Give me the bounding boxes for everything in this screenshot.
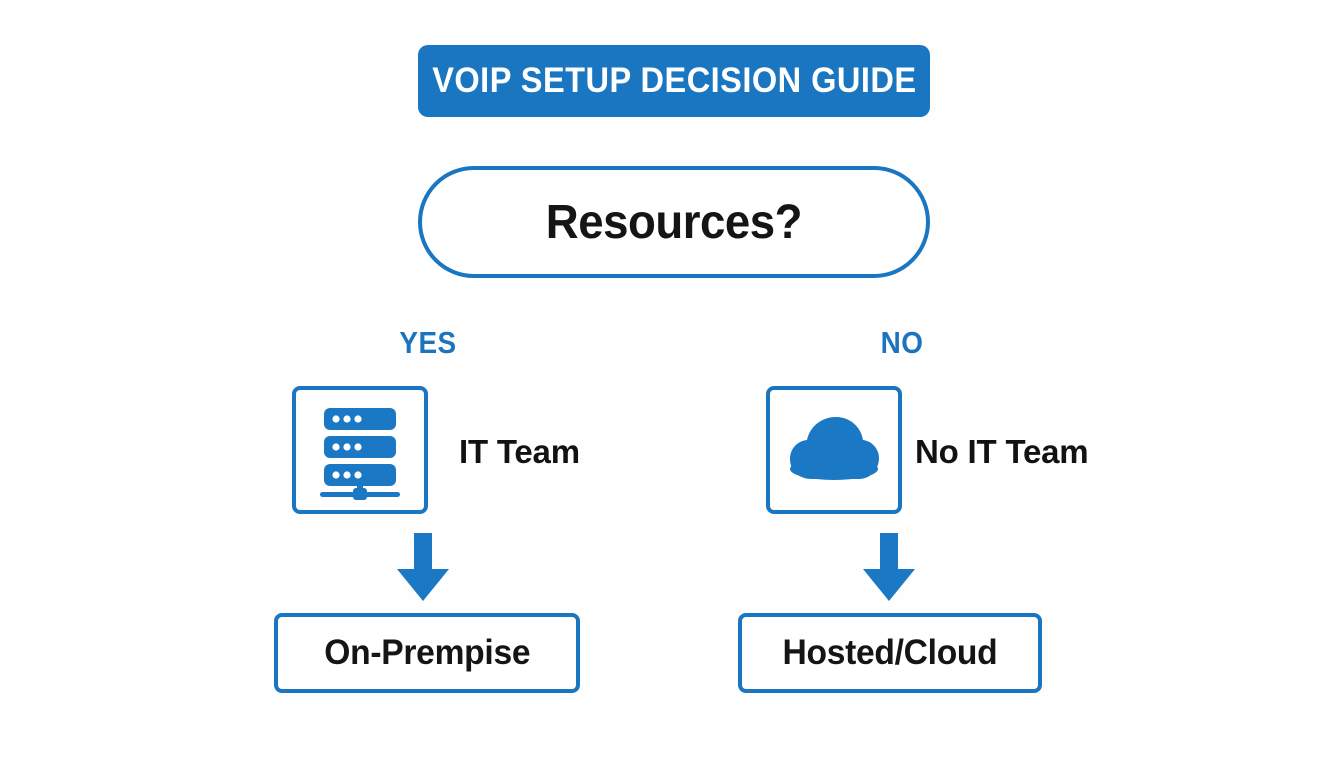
result-box-hosted-cloud: Hosted/Cloud bbox=[738, 613, 1042, 693]
cloud-icon bbox=[790, 417, 879, 480]
condition-label-it-team: IT Team bbox=[459, 433, 580, 470]
cloud-icon-frame bbox=[766, 386, 902, 514]
down-arrow-icon bbox=[397, 533, 449, 601]
decision-question: Resources? bbox=[545, 195, 803, 249]
result-label: Hosted/Cloud bbox=[782, 633, 998, 672]
server-icon bbox=[320, 408, 400, 500]
server-icon-frame bbox=[292, 386, 428, 514]
result-box-on-premise: On-Prempise bbox=[274, 613, 580, 693]
decision-node: Resources? bbox=[418, 166, 930, 278]
branch-label-no: NO bbox=[880, 325, 924, 360]
condition-label-no-it-team: No IT Team bbox=[915, 433, 1089, 470]
title-banner: VOIP SETUP DECISION GUIDE bbox=[418, 45, 930, 117]
down-arrow-icon bbox=[863, 533, 915, 601]
page-title: VOIP SETUP DECISION GUIDE bbox=[431, 61, 917, 100]
branch-label-yes: YES bbox=[399, 325, 457, 360]
result-label: On-Prempise bbox=[324, 633, 530, 672]
